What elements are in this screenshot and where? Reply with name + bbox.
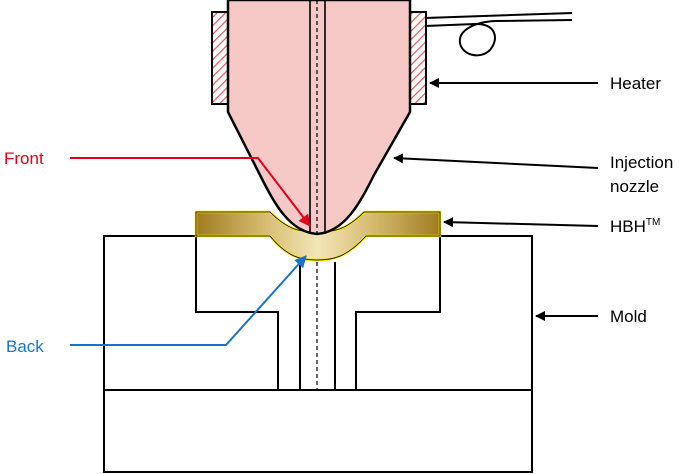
nozzle-label-line2: nozzle [610, 177, 659, 196]
hbh-arrow [443, 217, 599, 228]
heater-wire [424, 12, 573, 57]
hbh-trademark: TM [646, 217, 660, 228]
nozzle-arrow [393, 153, 599, 169]
hbh-label: HBHTM [610, 217, 660, 236]
front-label: Front [4, 149, 44, 168]
injection-nozzle [226, 0, 412, 236]
nozzle-bore [309, 0, 326, 234]
back-arrow [70, 255, 307, 346]
mold-sprue [299, 262, 336, 390]
heater-label: Heater [610, 74, 661, 93]
front-arrow [70, 157, 311, 227]
nozzle-label-line1: Injection [610, 153, 673, 172]
heater-band-right [409, 11, 427, 105]
mold-label: Mold [610, 307, 647, 326]
hbh-label-text: HBH [610, 217, 646, 236]
back-label: Back [6, 337, 44, 356]
heater-band-left [211, 11, 229, 105]
